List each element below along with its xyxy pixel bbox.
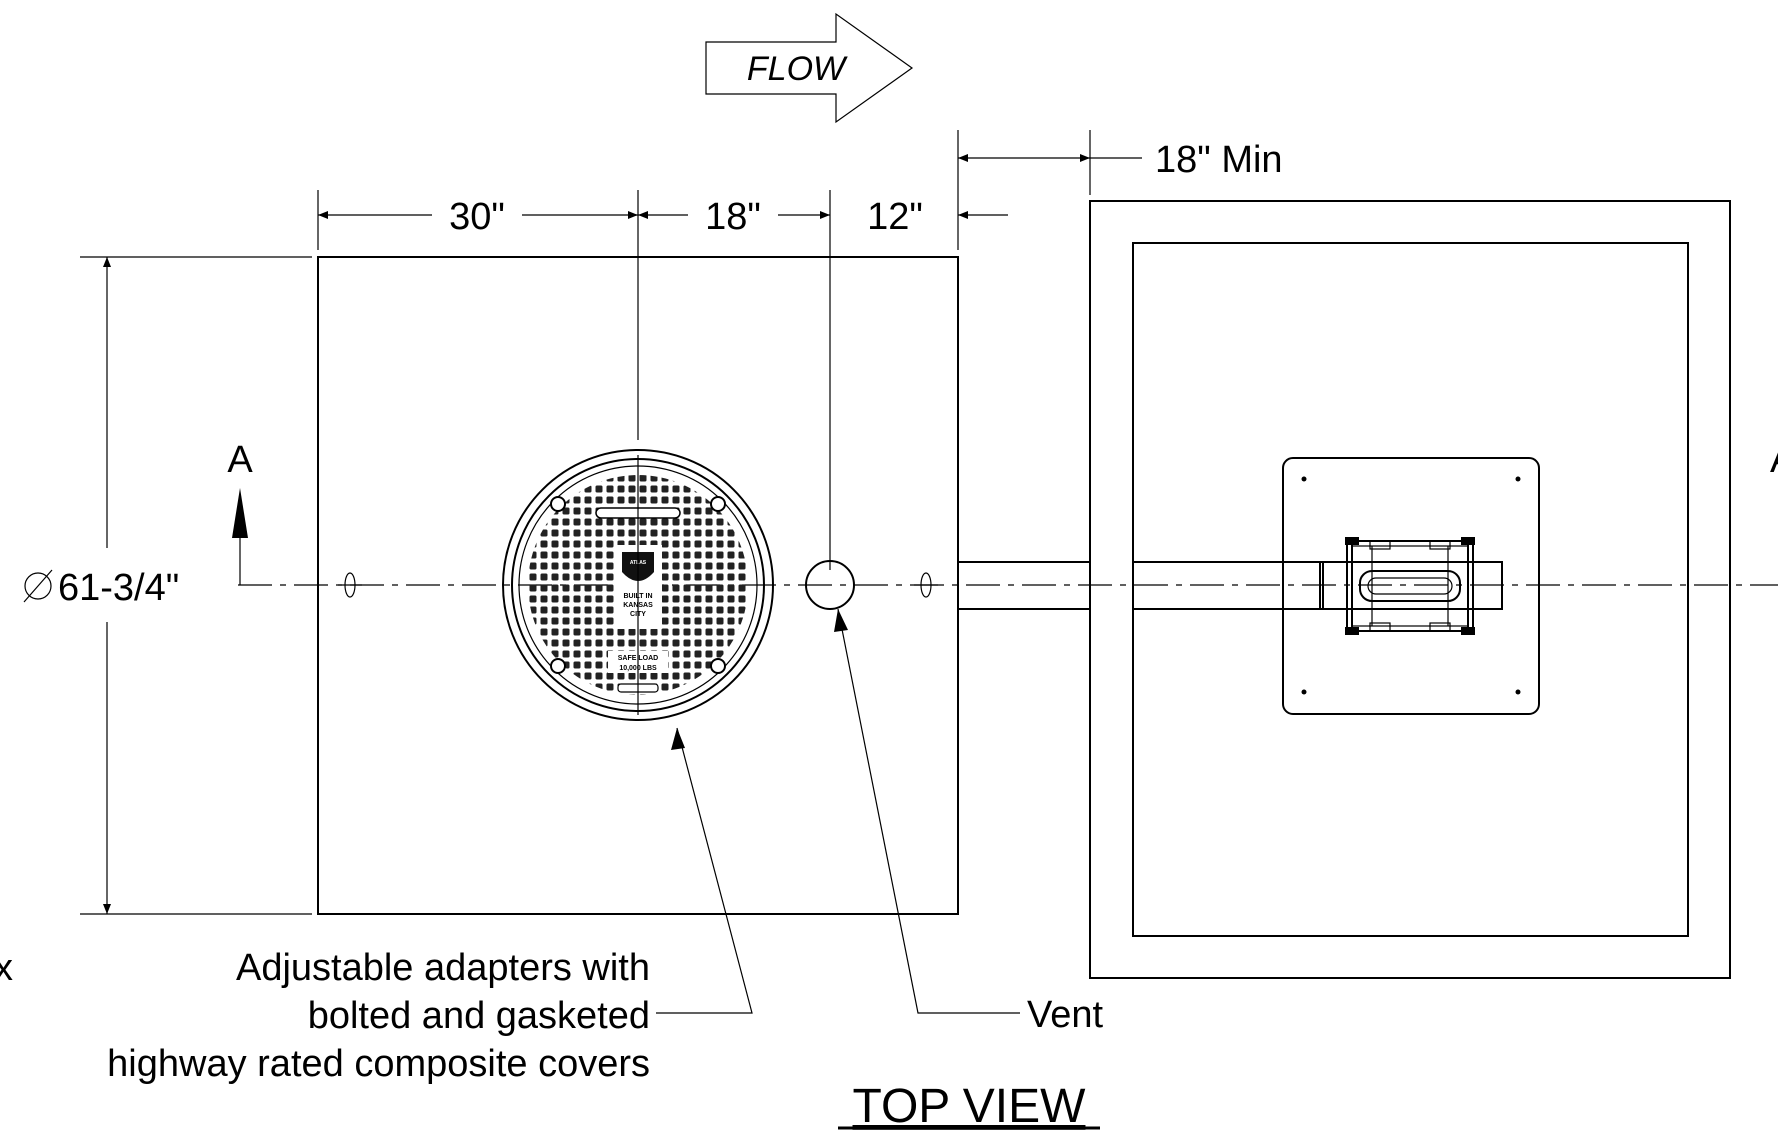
vent-note: Vent: [834, 608, 1104, 1036]
flow-label: FLOW: [747, 50, 848, 88]
dimension-30: 30": [318, 196, 638, 238]
dimension-18-label: 18": [705, 196, 761, 238]
dimension-18: 18": [638, 196, 830, 238]
filter-plate: [1282, 457, 1540, 715]
manhole-cover: ATLAS BUILT IN KANSAS CITY SAFE LOAD 10,…: [502, 449, 774, 721]
second-tank-outer: [1089, 200, 1731, 979]
diameter-symbol: [23, 569, 53, 603]
section-marker-left-label: A: [227, 439, 253, 481]
second-tank-inner: [1132, 242, 1689, 937]
adapter-note-line2: bolted and gasketed: [308, 995, 650, 1037]
dimension-18-min-label: 18" Min: [1155, 139, 1283, 181]
flow-arrow: FLOW: [705, 12, 914, 124]
section-marker-right-label: A: [1770, 439, 1778, 481]
plate-pipe: [1282, 561, 1503, 610]
bolt-icon: [550, 496, 566, 512]
dimension-diameter-label: 61-3/4": [58, 567, 179, 609]
adapter-note-line1: Adjustable adapters with: [236, 947, 650, 989]
bolt-icon: [550, 658, 566, 674]
vent-pipe: [805, 560, 855, 610]
filter-assembly: [1345, 537, 1475, 635]
dimension-18-min: 18" Min: [958, 139, 1283, 181]
bolt-icon: [710, 658, 726, 674]
dimension-30-label: 30": [449, 196, 505, 238]
view-title: TOP VIEW: [853, 1080, 1087, 1133]
clipped-text-fragment: x: [0, 947, 13, 989]
dimension-diameter: 61-3/4": [23, 256, 312, 915]
vent-note-label: Vent: [1027, 994, 1104, 1036]
adapter-note: Adjustable adapters with bolted and gask…: [107, 727, 753, 1085]
inner-pipe: [1133, 561, 1283, 610]
bolt-icon: [710, 496, 726, 512]
connecting-pipe: [958, 561, 1090, 610]
lug-left: [338, 572, 362, 598]
lug-right: [914, 572, 938, 598]
dimension-12-label: 12": [867, 196, 923, 238]
dimension-12: 12": [867, 196, 1008, 238]
adapter-note-line3: highway rated composite covers: [107, 1043, 650, 1085]
section-marker-left: A: [227, 439, 253, 585]
